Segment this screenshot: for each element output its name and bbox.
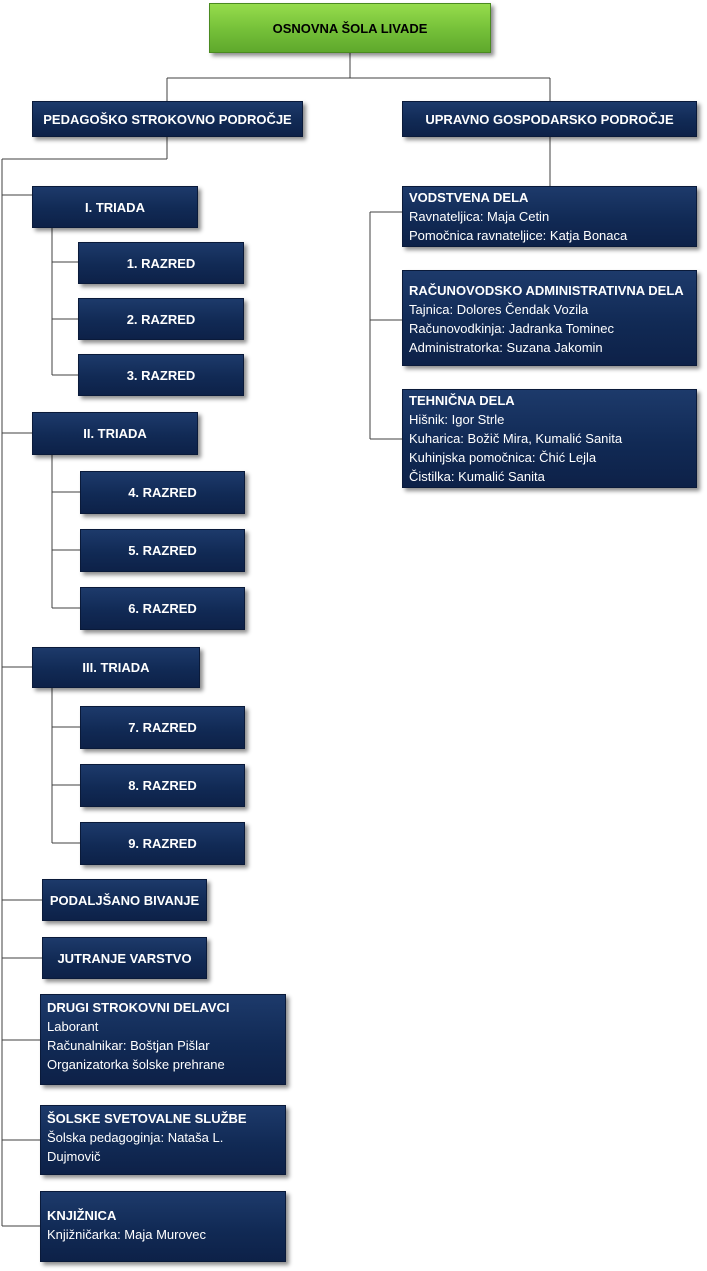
drugi-delavci-node: DRUGI STROKOVNI DELAVCI Laborant Računal… [40,994,286,1085]
triada-node: II. TRIADA [32,412,198,455]
razred-node: 9. RAZRED [80,822,245,865]
node-line: Čistilka: Kumalić Sanita [409,469,545,484]
node-title: ŠOLSKE SVETOVALNE SLUŽBE [47,1111,247,1126]
node-line: Tajnica: Dolores Čendak Vozila [409,302,589,317]
razred-node: 5. RAZRED [80,529,245,572]
pedagosko-node: PEDAGOŠKO STROKOVNO PODROČJE [32,101,303,137]
jutranje-node: JUTRANJE VARSTVO [42,937,207,979]
racunovodsko-dela-node: RAČUNOVODSKO ADMINISTRATIVNA DELA Tajnic… [402,270,697,366]
razred-node: 2. RAZRED [78,298,244,340]
node-line: Hišnik: Igor Strle [409,412,505,427]
razred-node: 3. RAZRED [78,354,244,396]
node-title: KNJIŽNICA [47,1208,117,1223]
razred-node: 1. RAZRED [78,242,244,284]
node-title: RAČUNOVODSKO ADMINISTRATIVNA DELA [409,283,684,298]
node-line: Dujmovič [47,1149,101,1164]
podaljsano-node: PODALJŠANO BIVANJE [42,879,207,921]
node-line: Administratorka: Suzana Jakomin [409,340,603,355]
triada-node: I. TRIADA [32,186,198,228]
node-line: Kuharica: Božič Mira, Kumalić Sanita [409,431,623,446]
upravno-node: UPRAVNO GOSPODARSKO PODROČJE [402,101,697,137]
node-line: Pomočnica ravnateljice: Katja Bonaca [409,228,628,243]
node-line: Organizatorka šolske prehrane [47,1057,225,1072]
razred-node: 8. RAZRED [80,764,245,807]
node-line: Knjižničarka: Maja Murovec [47,1227,206,1242]
razred-node: 7. RAZRED [80,706,245,749]
triada-node: III. TRIADA [32,647,200,688]
node-title: TEHNIČNA DELA [409,393,515,408]
node-line: Laborant [47,1019,99,1034]
node-line: Kuhinjska pomočnica: Čhić Lejla [409,450,597,465]
node-line: Računovodkinja: Jadranka Tominec [409,321,614,336]
svetovalne-sluzbe-node: ŠOLSKE SVETOVALNE SLUŽBE Šolska pedagogi… [40,1105,286,1175]
knjiznica-node: KNJIŽNICA Knjižničarka: Maja Murovec [40,1191,286,1262]
node-title: DRUGI STROKOVNI DELAVCI [47,1000,230,1015]
razred-node: 6. RAZRED [80,587,245,630]
root-node: OSNOVNA ŠOLA LIVADE [209,3,491,53]
node-title: VODSTVENA DELA [409,190,529,205]
tehnicna-dela-node: TEHNIČNA DELA Hišnik: Igor Strle Kuharic… [402,389,697,488]
node-line: Ravnateljica: Maja Cetin [409,209,550,224]
razred-node: 4. RAZRED [80,471,245,514]
node-line: Računalnikar: Boštjan Pišlar [47,1038,210,1053]
node-line: Šolska pedagoginja: Nataša L. [47,1130,224,1145]
vodstvena-dela-node: VODSTVENA DELA Ravnateljica: Maja Cetin … [402,186,697,247]
